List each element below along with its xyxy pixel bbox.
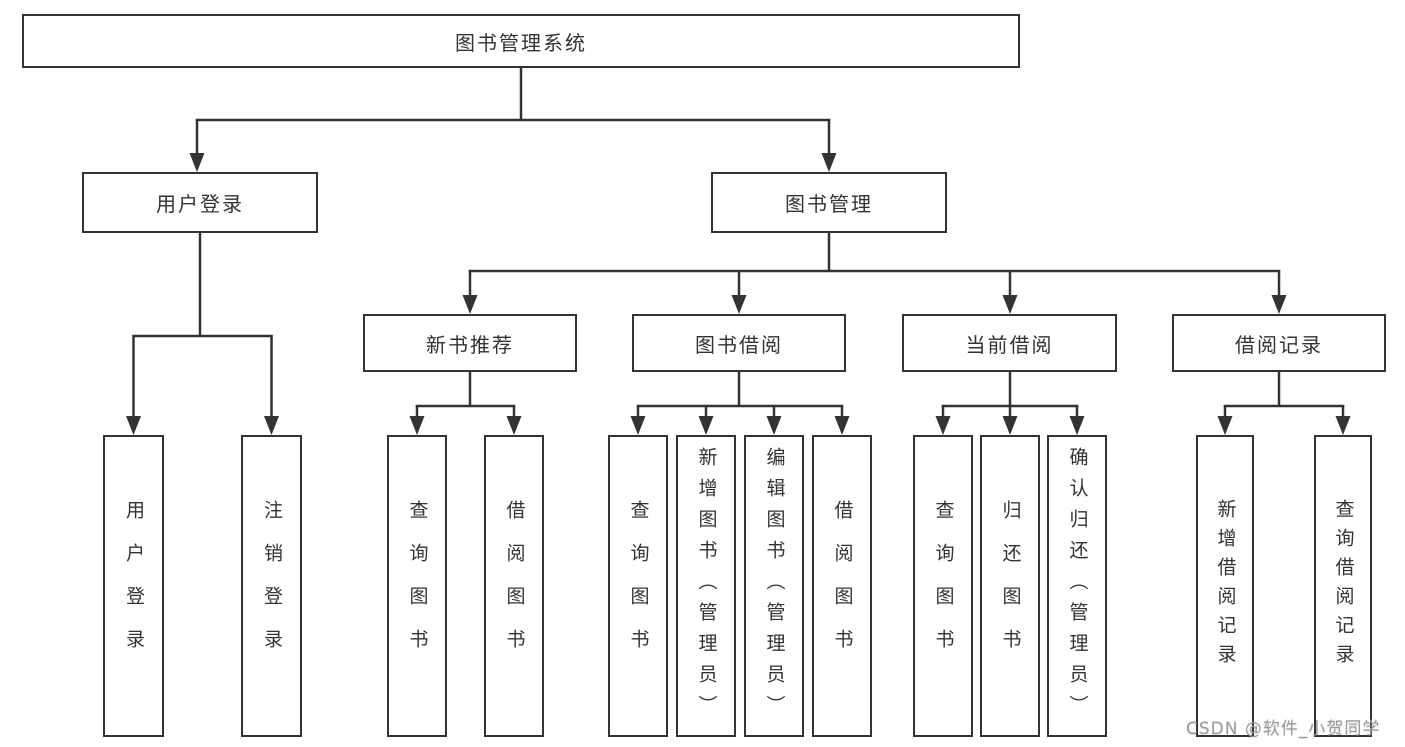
node-label: 新增借阅记录 bbox=[1214, 499, 1237, 673]
node-label: 确认归还（管理员） bbox=[1066, 446, 1089, 726]
node-label: 借阅记录 bbox=[1235, 332, 1323, 357]
leaf-query-books-borrow: 查询图书 bbox=[608, 435, 668, 737]
leaf-confirm-return-admin: 确认归还（管理员） bbox=[1047, 435, 1107, 737]
leaf-add-borrow-record: 新增借阅记录 bbox=[1196, 435, 1254, 737]
leaf-logout: 注销登录 bbox=[241, 435, 302, 737]
node-label: 借阅图书 bbox=[831, 500, 854, 672]
node-user-login: 用户登录 bbox=[82, 172, 318, 233]
node-borrow-records: 借阅记录 bbox=[1172, 314, 1386, 372]
leaf-borrow-books: 借阅图书 bbox=[812, 435, 872, 737]
node-label: 新书推荐 bbox=[426, 332, 514, 357]
leaf-borrow-books-recommend: 借阅图书 bbox=[484, 435, 544, 737]
node-label: 查询图书 bbox=[932, 500, 955, 672]
node-label: 借阅图书 bbox=[503, 500, 526, 672]
node-label: 新增图书（管理员） bbox=[695, 446, 718, 726]
node-new-book-recommend: 新书推荐 bbox=[363, 314, 577, 372]
leaf-add-books-admin: 新增图书（管理员） bbox=[676, 435, 736, 737]
node-label: 注销登录 bbox=[261, 500, 283, 672]
node-label: 编辑图书（管理员） bbox=[763, 446, 786, 726]
node-label: 当前借阅 bbox=[965, 332, 1054, 357]
node-label: 图书管理系统 bbox=[455, 30, 587, 55]
node-current-borrow: 当前借阅 bbox=[902, 314, 1117, 372]
node-label: 图书借阅 bbox=[695, 332, 783, 357]
leaf-query-books-recommend: 查询图书 bbox=[387, 435, 447, 737]
node-label: 查询图书 bbox=[627, 500, 650, 672]
leaf-query-borrow-record: 查询借阅记录 bbox=[1314, 435, 1372, 737]
node-label: 图书管理 bbox=[785, 192, 873, 216]
node-label: 归还图书 bbox=[999, 500, 1022, 672]
node-label: 用户登录 bbox=[123, 500, 145, 672]
leaf-return-books: 归还图书 bbox=[980, 435, 1040, 737]
node-label: 用户登录 bbox=[156, 192, 244, 216]
leaf-query-books-current: 查询图书 bbox=[913, 435, 973, 737]
leaf-edit-books-admin: 编辑图书（管理员） bbox=[744, 435, 804, 737]
node-label: 查询图书 bbox=[406, 500, 429, 672]
node-label: 查询借阅记录 bbox=[1332, 499, 1355, 673]
csdn-watermark: CSDN @软件_小贺同学 bbox=[1186, 719, 1381, 739]
node-library-management-system: 图书管理系统 bbox=[22, 14, 1020, 68]
node-book-management: 图书管理 bbox=[711, 172, 947, 233]
node-book-borrow: 图书借阅 bbox=[632, 314, 846, 372]
leaf-user-login: 用户登录 bbox=[103, 435, 164, 737]
